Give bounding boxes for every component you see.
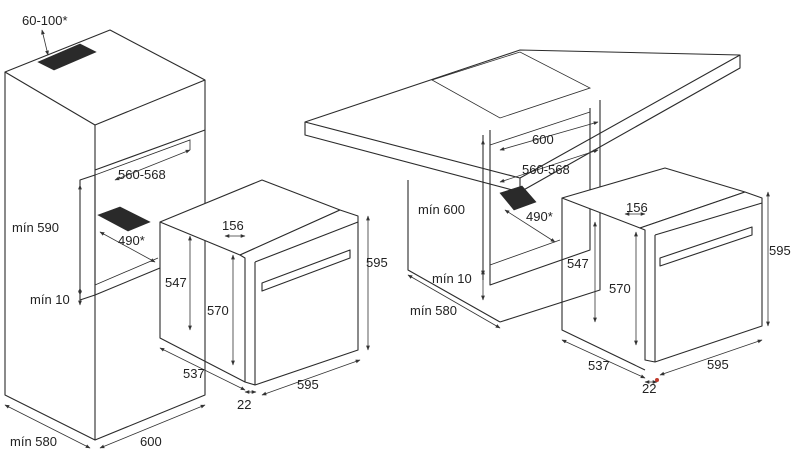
- label-depth-left: 537: [183, 366, 205, 381]
- label-cabinet-width-left: 600: [140, 434, 162, 449]
- oven-handle-right: [659, 226, 753, 267]
- oven-right: [561, 167, 763, 371]
- label-panel-offset-right: 156: [626, 200, 648, 215]
- marker-dot-icon: [655, 378, 659, 382]
- label-bottom-clearance-right: mín 10: [432, 271, 472, 286]
- oven-left: [159, 179, 359, 386]
- top-vent-icon: [37, 43, 97, 71]
- right-dimensions: [407, 121, 770, 384]
- label-depth-right: 537: [588, 358, 610, 373]
- tall-cabinet: [4, 29, 206, 441]
- label-front-thickness-right: 22: [642, 381, 656, 396]
- label-front-width-left: 595: [297, 377, 319, 392]
- label-niche-width-left: 560-568: [118, 167, 166, 182]
- label-body-height-right: 547: [567, 256, 589, 271]
- left-dimensions: [4, 29, 370, 449]
- label-niche-height-right: mín 600: [418, 202, 465, 217]
- label-front-thickness-left: 22: [237, 397, 251, 412]
- label-bottom-clearance-left: mín 10: [30, 292, 70, 307]
- label-vent-gap-left: 60-100*: [22, 13, 68, 28]
- label-front-height-right: 595: [769, 243, 791, 258]
- label-niche-height-left: mín 590: [12, 220, 59, 235]
- label-cabinet-depth-left: mín 580: [10, 434, 57, 449]
- label-body-height-left: 547: [165, 275, 187, 290]
- label-niche-width-right: 560-568: [522, 162, 570, 177]
- niche-vent-icon: [97, 206, 151, 232]
- label-vent-depth-left: 490*: [118, 233, 145, 248]
- label-front-width-right: 595: [707, 357, 729, 372]
- label-counter-width: 600: [532, 132, 554, 147]
- label-vent-depth-right: 490*: [526, 209, 553, 224]
- label-front-height-left: 595: [366, 255, 388, 270]
- label-inner-height-right: 570: [609, 281, 631, 296]
- label-panel-offset-left: 156: [222, 218, 244, 233]
- label-inner-height-left: 570: [207, 303, 229, 318]
- hob-icon: [430, 51, 592, 119]
- label-cabinet-depth-right: mín 580: [410, 303, 457, 318]
- oven-handle-left: [261, 249, 351, 292]
- niche-vent-icon-right: [499, 185, 537, 211]
